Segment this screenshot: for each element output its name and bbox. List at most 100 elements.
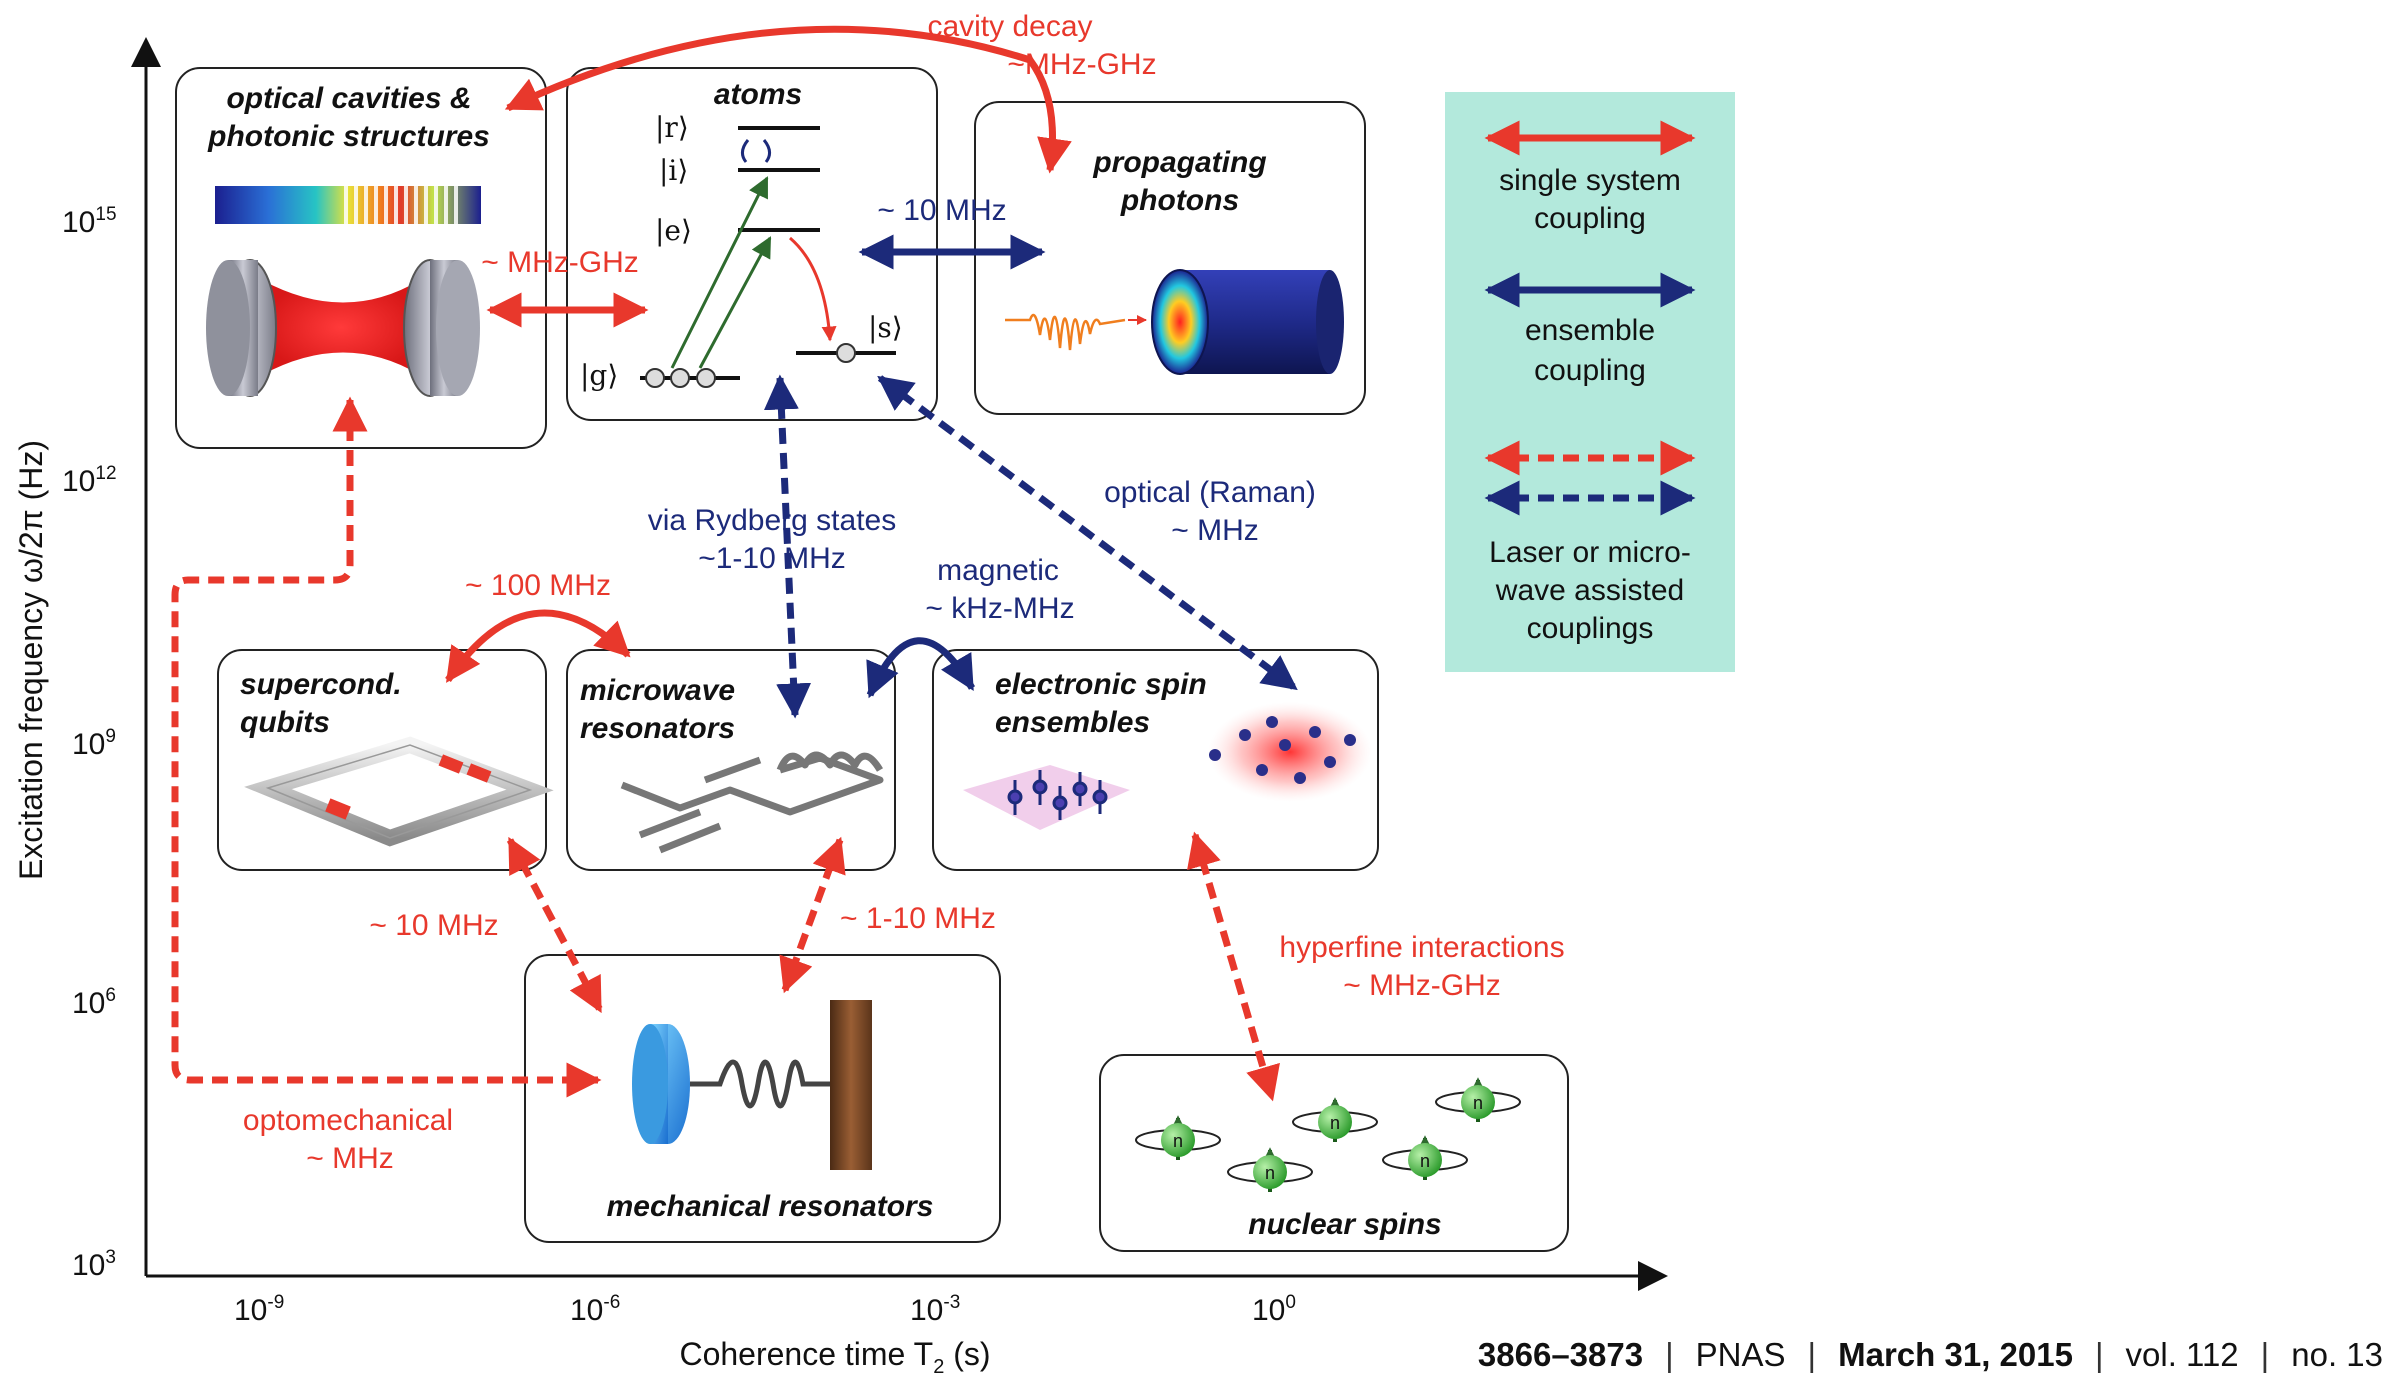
magnetic-label: magnetic (937, 554, 1059, 587)
box-title: mechanical resonators (607, 1190, 934, 1223)
transition-g-e-arrow (698, 236, 772, 369)
box-propagating-photons: propagating photons (974, 101, 1366, 415)
y-axis-label: Excitation frequency ω/2π (Hz) (13, 440, 49, 880)
legend-assisted-label: couplings (1527, 612, 1654, 645)
atoms-photons-label: ~ 10 MHz (877, 194, 1006, 227)
rydberg-dashed-arrow (763, 374, 812, 719)
footer-divider: | (2260, 1336, 2270, 1373)
mw-mech-dashed-arrow (779, 836, 846, 994)
cavity-decay-arrow (504, 25, 1072, 174)
optomech-label: optomechanical (243, 1104, 453, 1137)
footer-date: March 31, 2015 (1838, 1336, 2073, 1373)
solid-state-spins-icon (963, 765, 1130, 830)
legend-ensemble-label: coupling (1534, 354, 1646, 387)
footer-divider: | (2094, 1336, 2104, 1373)
legend-ensemble-label: ensemble (1525, 314, 1655, 347)
legend-assisted-label: Laser or micro- (1489, 536, 1691, 569)
mw-mech-label: ~ 1-10 MHz (840, 902, 996, 935)
hyperfine-dashed-arrow (1187, 831, 1280, 1102)
population-circle (696, 368, 716, 388)
x-tick-label: 10-6 (570, 1292, 620, 1327)
svg-text:n: n (1473, 1093, 1483, 1113)
resonator-circuit-icon (620, 751, 884, 854)
axes: Excitation frequency ω/2π (Hz) Coherence… (13, 37, 1668, 1378)
x-tick-label: 10-3 (910, 1292, 960, 1327)
population-circle (645, 368, 665, 388)
magnetic-label: ~ kHz-MHz (925, 592, 1074, 625)
y-tick-label: 1015 (62, 204, 117, 239)
legend-single-label: single system (1499, 164, 1681, 197)
legend-background (1445, 92, 1735, 672)
citation-footer: 3866–3873 | PNAS | March 31, 2015 | vol. 112 | n… (0, 1336, 2383, 1374)
decay-e-s-arrow (789, 236, 837, 342)
level-label: |r⟩ (655, 111, 689, 144)
rydberg-label: ~1-10 MHz (698, 542, 846, 575)
svg-text:n: n (1265, 1163, 1275, 1183)
level-label: |i⟩ (659, 154, 688, 187)
hyperfine-label: ~ MHz-GHz (1343, 969, 1501, 1002)
raman-label: ~ MHz (1171, 514, 1259, 547)
box-title: electronic spin (995, 668, 1207, 701)
rydberg-label: via Rydberg states (648, 504, 896, 537)
coupling-arrows (171, 25, 1298, 1102)
fabry-perot-cavity (206, 259, 480, 397)
level-label: |g⟩ (580, 359, 618, 392)
y-tick-label: 106 (72, 985, 116, 1020)
y-tick-label: 1012 (62, 463, 117, 498)
footer-journal: PNAS (1695, 1336, 1786, 1373)
population-circle (836, 343, 856, 363)
coupling-labels: cavity decay ~MHz-GHz ~ MHz-GHz ~ 10 MHz… (243, 10, 1565, 1175)
cavity-decay-label: cavity decay (927, 10, 1092, 43)
box-title: photonic structures (207, 120, 490, 153)
box-mechanical-resonators: mechanical resonators (524, 954, 1001, 1243)
footer-divider: | (1665, 1336, 1674, 1373)
x-tick-label: 100 (1252, 1292, 1296, 1327)
legend: single system coupling ensemble coupling… (1445, 92, 1735, 672)
photonic-crystal-strip (215, 186, 481, 224)
box-microwave-resonators: microwave resonators (566, 649, 896, 871)
box-title: optical cavities & (226, 82, 471, 115)
box-title: resonators (580, 712, 735, 745)
svg-text:n: n (1420, 1151, 1430, 1171)
y-tick-label: 103 (72, 1247, 116, 1282)
box-optical-cavities: optical cavities & photonic structures (175, 67, 547, 449)
box-title: microwave (580, 674, 735, 707)
footer-divider: | (1807, 1336, 1817, 1373)
box-supercond-qubits: supercond. qubits (217, 649, 554, 871)
legend-single-label: coupling (1534, 202, 1646, 235)
box-title: supercond. (240, 668, 402, 701)
footer-issue: no. 13 (2291, 1336, 2383, 1373)
svg-text:n: n (1330, 1113, 1340, 1133)
raman-dashed-arrow (877, 375, 1298, 691)
box-title: propagating (1092, 146, 1266, 179)
box-title: atoms (714, 78, 802, 111)
level-label: |e⟩ (655, 214, 692, 247)
optomech-label: ~ MHz (306, 1142, 394, 1175)
optomech-dashed-arrow (171, 396, 602, 1098)
box-nuclear-spins: nuclear spins n n n n n (1099, 1054, 1569, 1252)
footer-pages: 3866–3873 (1477, 1336, 1644, 1373)
x-axis-label: Coherence time T2 (s) (679, 1336, 990, 1378)
spin-cloud-icon (1208, 702, 1372, 802)
footer-volume: vol. 112 (2125, 1336, 2239, 1373)
svg-text:n: n (1173, 1131, 1183, 1151)
cavity-atoms-label: ~ MHz-GHz (481, 246, 639, 279)
box-title: nuclear spins (1248, 1208, 1441, 1241)
sc-mech-label: ~ 10 MHz (369, 909, 498, 942)
nuclear-spin-icon: n n n n n (1135, 1077, 1521, 1192)
level-label: |s⟩ (868, 311, 903, 344)
box-title: photons (1120, 184, 1239, 217)
box-atoms: atoms |r⟩ |i⟩ |e⟩ |g⟩ |s⟩ (566, 67, 938, 421)
box-title: qubits (240, 706, 330, 739)
raman-label: optical (Raman) (1104, 476, 1316, 509)
sc-mw-label: ~ 100 MHz (465, 569, 611, 602)
photon-wavepacket-icon (1005, 313, 1126, 351)
y-tick-label: 109 (72, 726, 116, 761)
hyperfine-label: hyperfine interactions (1279, 931, 1564, 964)
box-title: ensembles (995, 706, 1150, 739)
legend-assisted-label: wave assisted (1495, 574, 1684, 607)
transition-g-i-arrow (670, 176, 769, 369)
mass-spring-icon (632, 1000, 872, 1170)
cavity-decay-label: ~MHz-GHz (1007, 48, 1156, 81)
